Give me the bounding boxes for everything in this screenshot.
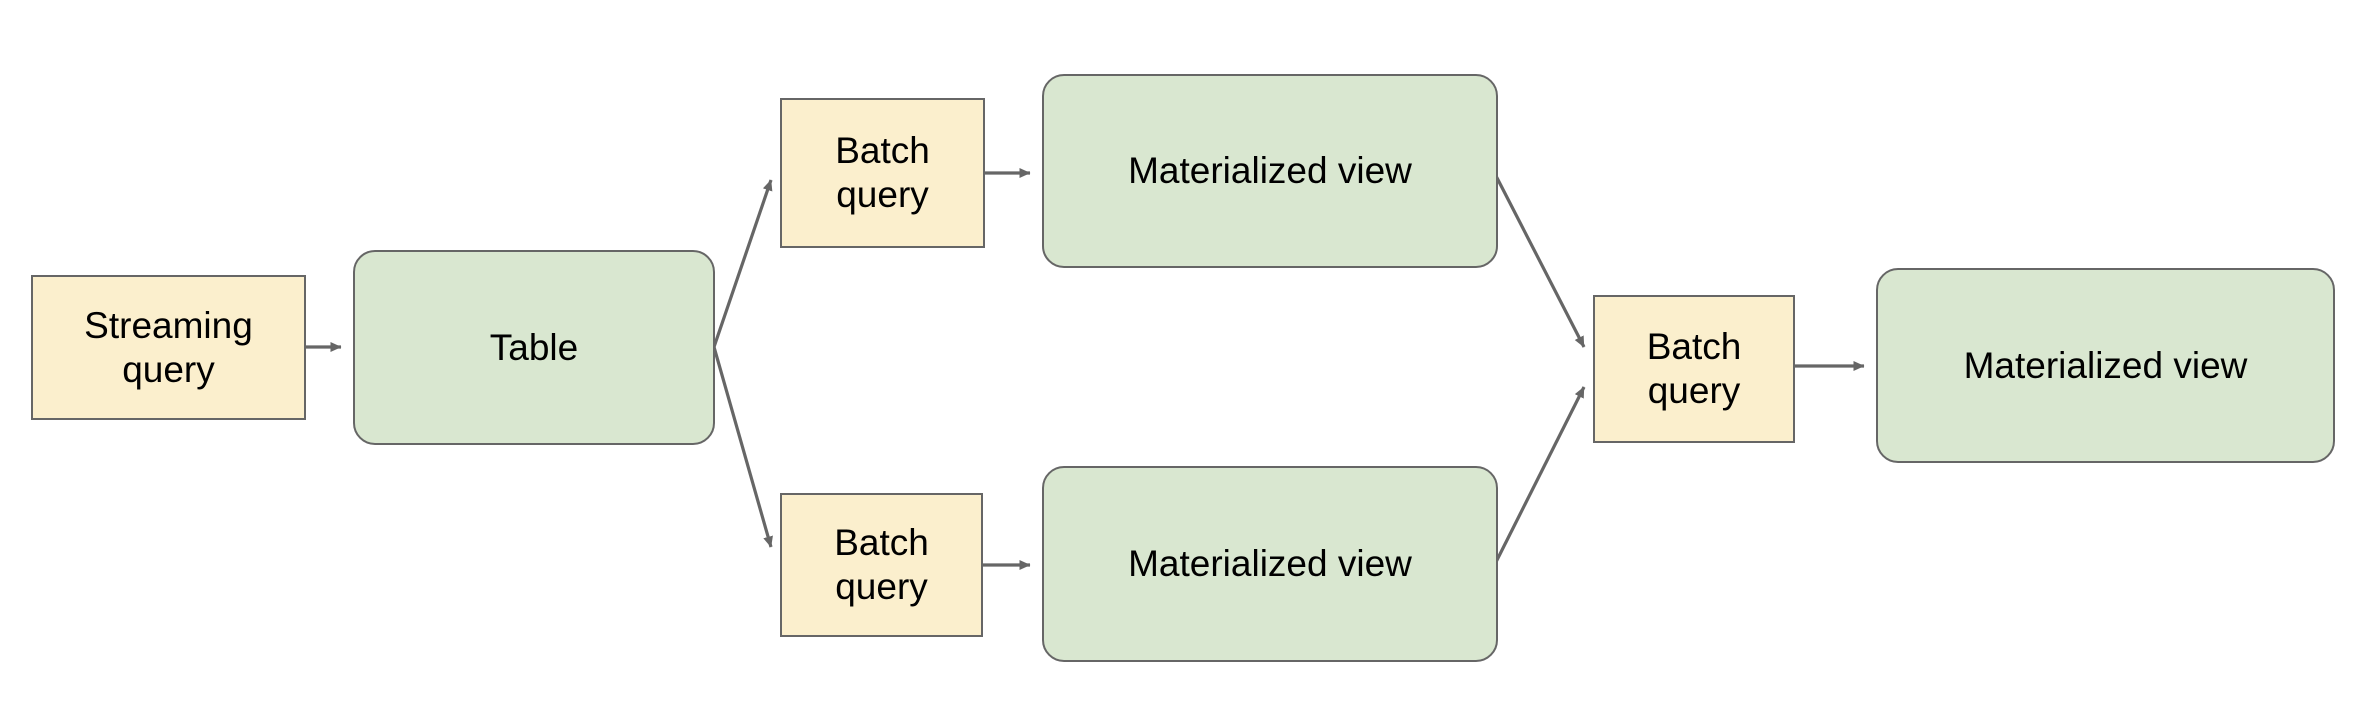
node-materialized-view-top-label: Materialized view xyxy=(1128,150,1412,191)
node-batch-query-bottom-label: Batch query xyxy=(834,522,929,607)
node-table[interactable]: Table xyxy=(353,250,715,445)
edge-table-to-batch-bottom xyxy=(712,346,773,548)
node-materialized-view-right-label: Materialized view xyxy=(1963,344,2248,386)
node-streaming-query[interactable]: Streaming query xyxy=(31,275,306,420)
node-materialized-view-right[interactable]: Materialized view xyxy=(1876,268,2335,463)
node-materialized-view-bottom-label: Materialized view xyxy=(1128,543,1412,584)
node-table-label: Table xyxy=(489,326,579,368)
edge-mv-top-to-batch-center xyxy=(1492,171,1586,348)
node-materialized-view-top[interactable]: Materialized view xyxy=(1042,74,1498,268)
node-batch-query-top[interactable]: Batch query xyxy=(780,98,985,248)
node-batch-query-center-label: Batch query xyxy=(1646,326,1742,411)
edge-mv-bottom-to-batch-center xyxy=(1492,386,1586,567)
node-materialized-view-bottom[interactable]: Materialized view xyxy=(1042,466,1498,662)
node-streaming-query-label: Streaming query xyxy=(84,304,253,390)
node-batch-query-top-label: Batch query xyxy=(835,130,930,215)
node-batch-query-bottom[interactable]: Batch query xyxy=(780,493,983,637)
edge-table-to-batch-top xyxy=(712,179,773,348)
node-batch-query-center[interactable]: Batch query xyxy=(1593,295,1795,443)
